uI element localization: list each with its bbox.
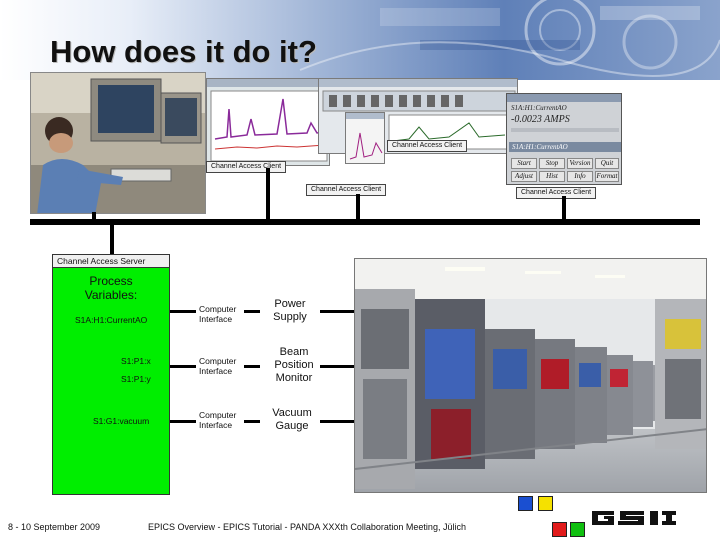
logo-square-green: [570, 522, 585, 537]
network-drop-operator: [92, 212, 96, 220]
link-device-2-machine: [320, 365, 356, 368]
channel-access-server-title: Channel Access Server: [52, 254, 170, 268]
footer-event: EPICS Overview - EPICS Tutorial - PANDA …: [148, 522, 466, 532]
footer-date: 8 - 10 September 2009: [8, 522, 101, 532]
banner-decoration: [299, 0, 720, 77]
panel-title-bar: [507, 94, 621, 102]
quit-button[interactable]: Quit: [595, 158, 619, 169]
link-server-interface-1: [170, 310, 196, 313]
network-drop-client-2: [266, 168, 270, 220]
panel-pv-name: S1A:H1:CurrentAO: [511, 104, 567, 112]
link-server-interface-3: [170, 420, 196, 423]
panel-pv-name-2: S1A:H1:CurrentAO: [512, 143, 568, 151]
format-button[interactable]: Format: [595, 171, 619, 182]
info-button[interactable]: Info: [567, 171, 593, 182]
logo-square-yellow: [538, 496, 553, 511]
gsi-logo-icon: [588, 508, 680, 528]
pv-position-x: S1:P1:x: [121, 356, 151, 366]
panel-status-strip: [511, 128, 619, 132]
pv-position-y: S1:P1:y: [121, 374, 151, 384]
pv-vacuum: S1:G1:vacuum: [93, 416, 150, 426]
channel-access-client-label-4: Channel Access Client: [516, 187, 597, 199]
link-interface-2-device-2: [244, 365, 260, 368]
page-title: How does it do it?: [50, 34, 317, 69]
start-button[interactable]: Start: [511, 158, 537, 169]
link-server-interface-2: [170, 365, 196, 368]
link-interface-1-device-1: [244, 310, 260, 313]
version-button[interactable]: Version: [567, 158, 593, 169]
pv-current: S1A:H1:CurrentAO: [75, 315, 148, 325]
link-interface-3-device-3: [244, 420, 260, 423]
header-banner: How does it do it?: [0, 0, 720, 80]
network-bus: [30, 219, 700, 225]
network-drop-server: [110, 224, 114, 255]
stop-button[interactable]: Stop: [539, 158, 565, 169]
adjust-button[interactable]: Adjust: [511, 171, 537, 182]
channel-access-client-label-2: Channel Access Client: [206, 161, 287, 173]
accelerator-hardware-photo: [354, 258, 707, 493]
panel-pv-value: -0.0023 AMPS: [511, 114, 570, 125]
network-drop-client-4: [562, 196, 566, 220]
channel-access-client-label-3: Channel Access Client: [306, 184, 387, 196]
logo-square-red: [552, 522, 567, 537]
network-drop-client-3: [356, 194, 360, 220]
client-display-strip-chart: [206, 78, 330, 166]
link-device-3-machine: [320, 420, 356, 423]
hist-button[interactable]: Hist: [539, 171, 565, 182]
operator-photo: [30, 72, 206, 214]
channel-access-client-label-1: Channel Access Client: [387, 140, 468, 152]
client-display-plot: [345, 112, 385, 164]
channel-access-client-panel: S1A:H1:CurrentAO -0.0023 AMPS S1A:H1:Cur…: [506, 93, 622, 185]
panel-pv-banner: [509, 142, 621, 152]
link-device-1-machine: [320, 310, 356, 313]
logo-square-blue: [518, 496, 533, 511]
